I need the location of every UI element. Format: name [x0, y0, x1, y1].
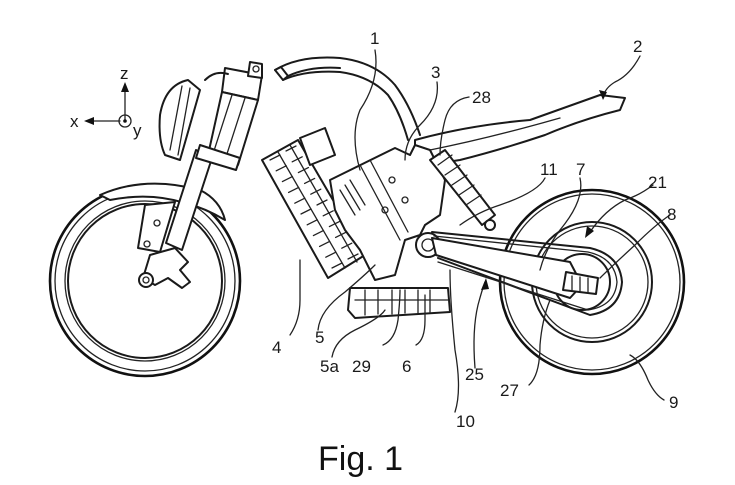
battery-rib: [331, 262, 343, 269]
label-27: 27: [500, 381, 519, 400]
label-29: 29: [352, 357, 371, 376]
battery-rib: [322, 210, 334, 217]
battery-rib: [328, 220, 341, 228]
y-axis-dot-icon: [123, 119, 127, 123]
label-6: 6: [402, 357, 411, 376]
z-axis-arrow-icon: [121, 82, 129, 92]
y-axis-label: y: [133, 121, 142, 140]
battery-rib: [287, 186, 300, 194]
battery-rib: [347, 253, 359, 260]
label-11: 11: [540, 160, 558, 179]
label-4: 4: [272, 338, 281, 357]
label-28: 28: [472, 88, 491, 107]
leader-lines: [289, 49, 671, 413]
headlight-assembly: [158, 61, 263, 171]
battery-rib: [334, 231, 347, 239]
x-axis-arrow-icon: [84, 117, 94, 125]
label-1: 1: [370, 29, 379, 48]
battery-rib: [325, 251, 337, 258]
battery-rib: [318, 240, 331, 248]
battery-rib: [310, 188, 322, 195]
label-21: 21: [648, 173, 667, 192]
reference-labels: 1 2 3 28 11 7 21 8 4 5 5a 29 6 25 10 27 …: [272, 29, 678, 431]
battery-rib: [312, 229, 325, 237]
label-25: 25: [465, 365, 484, 384]
battery-rib: [281, 175, 294, 183]
battery-rib: [297, 166, 310, 174]
label-3: 3: [431, 63, 440, 82]
x-axis-label: x: [70, 112, 79, 131]
battery-rib: [303, 177, 316, 185]
figure-caption: Fig. 1: [318, 440, 403, 478]
label-2: 2: [633, 37, 642, 56]
battery-rib: [291, 156, 303, 163]
battery-rib: [306, 219, 318, 226]
battery-rib: [300, 208, 312, 215]
battery-rib: [316, 199, 328, 206]
battery-rib: [285, 145, 297, 152]
label-5a: 5a: [320, 357, 339, 376]
z-axis-label: z: [120, 64, 129, 83]
label-7: 7: [576, 160, 585, 179]
y-axis-out-of-page-icon: [118, 114, 132, 128]
label-5: 5: [315, 328, 324, 347]
label-10: 10: [456, 412, 475, 431]
label-8: 8: [667, 205, 676, 224]
front-fork: [137, 149, 213, 289]
battery-rib: [269, 154, 281, 161]
battery-rib: [341, 242, 353, 249]
battery-rib: [294, 197, 306, 204]
swingarm: [431, 237, 599, 299]
power-unit: [329, 144, 446, 281]
coordinate-axes: z x y: [70, 64, 142, 140]
battery-rib: [275, 165, 287, 172]
main-frame: [274, 56, 421, 141]
label-9: 9: [669, 393, 678, 412]
controller-box: [299, 127, 336, 166]
